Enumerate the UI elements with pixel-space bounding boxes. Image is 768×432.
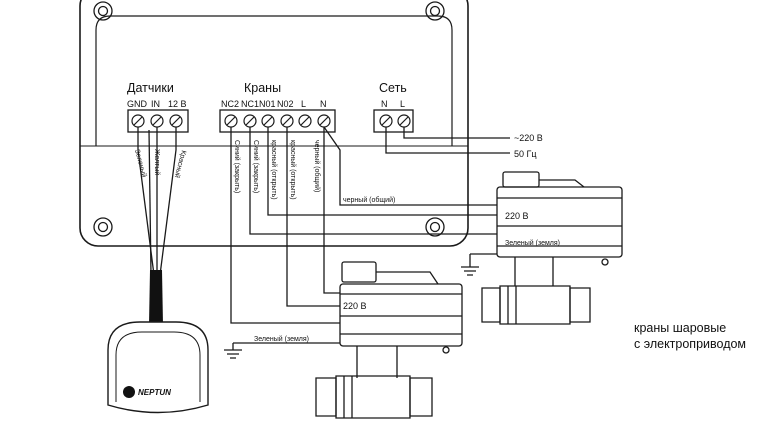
terminal-block-network [373, 109, 414, 133]
valve-left-voltage: 220 В [343, 301, 367, 311]
caption-line-1: краны шаровые [634, 321, 726, 335]
valve-wire-label: Синий (закрыть) [233, 140, 241, 193]
neptun-logo-icon [123, 386, 135, 398]
caption-line-2: с электроприводом [634, 337, 746, 351]
wire-power-n [385, 127, 510, 154]
screw-icon [93, 1, 113, 21]
wire-n01 [267, 127, 497, 216]
valve-left-ground: Зеленый (земля) [254, 335, 309, 343]
group-label-network: Сеть [379, 81, 407, 95]
sensor-wire-red [159, 127, 177, 276]
sensor-brand: NEPTUN [138, 388, 171, 397]
group-label-valves: Краны [244, 81, 281, 95]
wire-n-right [323, 126, 497, 206]
valve-wire-label: черный (общий) [313, 140, 321, 192]
terminal-label: NC1 [241, 99, 259, 109]
controller-box [79, 0, 469, 247]
screw-icon [93, 217, 113, 237]
terminal-block-sensors [127, 109, 189, 133]
screw-icon [425, 217, 445, 237]
wire-n-left [323, 127, 340, 294]
valve-right-body [514, 257, 554, 286]
sensor-wire-extra [148, 129, 152, 276]
valve-wire-label: красный (открыть) [270, 140, 278, 200]
valve-left-body [356, 346, 398, 378]
valve-left-cap [341, 261, 377, 283]
terminal-block-valves [219, 109, 336, 133]
terminal-label: N [320, 99, 327, 109]
wire-n02 [286, 127, 340, 307]
power-frequency-label: 50 Гц [514, 149, 537, 159]
valve-right-cap [502, 171, 540, 188]
valve-wire-label: красный (открыть) [289, 140, 297, 200]
terminal-label: 12 В [168, 99, 187, 109]
group-label-sensors: Датчики [127, 81, 174, 95]
terminal-label: GND [127, 99, 148, 109]
screw-icon [425, 1, 445, 21]
terminal-label: IN [151, 99, 160, 109]
valve-right-actuator [496, 186, 623, 258]
sensor-wire-label: Зеленый [133, 148, 148, 178]
terminal-label: N02 [277, 99, 294, 109]
terminal-label: L [301, 99, 306, 109]
terminal-label: NC2 [221, 99, 239, 109]
terminal-label: N01 [259, 99, 276, 109]
valve-wire-label: Синий (закрыть) [252, 140, 260, 193]
common-wire-label: черный (общий) [343, 196, 395, 204]
wire-power-l [403, 127, 510, 139]
sensor-wire-green [137, 127, 155, 276]
sensor-wire-label: Желтый [153, 149, 161, 175]
sensor-body [107, 321, 209, 414]
wire-nc2 [230, 127, 340, 324]
wire-nc1 [249, 127, 497, 235]
sensor-cable [149, 270, 163, 325]
terminal-label: N [381, 99, 388, 109]
terminal-label: L [400, 99, 405, 109]
controller-inner-panel [95, 15, 453, 146]
terminal-screws [131, 114, 411, 128]
valve-right-voltage: 220 В [505, 211, 529, 221]
valve-left-actuator [339, 283, 463, 347]
valve-right-ground: Зеленый (земля) [505, 239, 560, 247]
power-voltage-label: ~220 В [514, 133, 543, 143]
